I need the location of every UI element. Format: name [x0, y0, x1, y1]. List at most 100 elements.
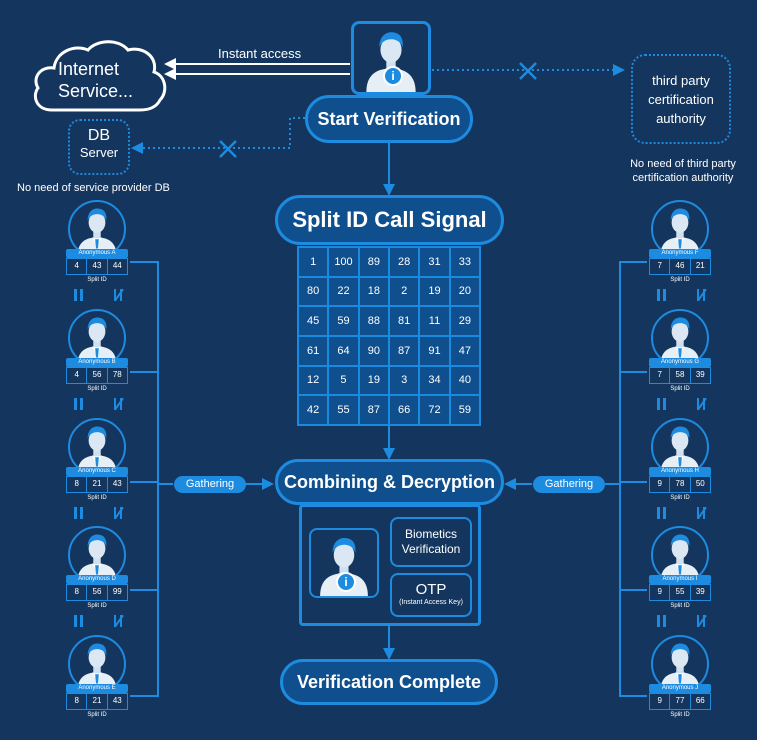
split-id-value: 9	[650, 477, 671, 492]
split-id-value: 9	[650, 585, 671, 600]
person-with-tie-icon	[660, 208, 700, 256]
split-id-value: 39	[695, 370, 705, 379]
split-id-value: 4	[67, 259, 88, 274]
verification-complete-box: Verification Complete	[280, 659, 498, 705]
split-id-value: 8	[67, 694, 88, 709]
grid-cell: 89	[359, 248, 388, 276]
grid-cell: 20	[450, 277, 479, 306]
grid-cell: 87	[390, 336, 419, 365]
person-with-tie-icon	[77, 317, 117, 365]
grid-cell: 22	[329, 277, 358, 306]
grid-cell: 88	[359, 307, 388, 335]
person-with-tie-icon	[77, 208, 117, 256]
split-id-value: 21	[695, 261, 705, 270]
split-id-label: Split ID	[670, 712, 690, 718]
no-third-party-note: No need of third party certification aut…	[620, 157, 746, 185]
grid-cell: 100	[329, 248, 358, 276]
person-with-tie-icon	[660, 426, 700, 474]
person-with-tie-icon	[77, 534, 117, 582]
combining-decryption-box: Combining & Decryption	[275, 459, 504, 505]
split-id-value: 58	[670, 368, 691, 383]
info-badge-icon: i	[383, 66, 403, 86]
user-name-label: Anonymous G	[649, 358, 711, 367]
blocked-x-icon	[219, 140, 237, 158]
grid-cell: 19	[359, 366, 388, 395]
user-name-label: Anonymous I	[649, 575, 711, 584]
user-name-label: Anonymous J	[649, 684, 711, 693]
decryption-panel: i Biometics Verification OTP (Instant Ac…	[299, 504, 481, 626]
grid-cell: 5	[329, 366, 358, 395]
user-avatar	[651, 418, 709, 476]
split-id-value: 78	[670, 477, 691, 492]
split-id-label: Split ID	[87, 712, 107, 718]
grid-cell: 18	[359, 277, 388, 306]
split-id-label: Split ID	[87, 495, 107, 501]
split-id-value: 43	[87, 259, 108, 274]
third-party-box: third party certification authority	[631, 54, 731, 144]
user-name-label: Anonymous C	[66, 467, 128, 476]
split-id-value: 46	[670, 259, 691, 274]
grid-cell: 61	[299, 336, 328, 365]
grid-cell: 42	[299, 396, 328, 424]
grid-cell: 34	[420, 366, 449, 395]
instant-access-label: Instant access	[218, 46, 302, 61]
internet-service-label: Internet Service...	[58, 59, 134, 101]
otp-label: OTP	[415, 581, 447, 598]
split-id-value: 55	[670, 585, 691, 600]
split-id-value: 21	[87, 477, 108, 492]
split-id-label: Split ID	[87, 386, 107, 392]
grid-cell: 55	[329, 396, 358, 424]
db-server-box: DB Server	[68, 119, 130, 175]
split-id-value: 43	[112, 479, 122, 488]
split-id-value: 21	[87, 694, 108, 709]
split-id-label: Split ID	[670, 277, 690, 283]
grid-cell: 47	[450, 336, 479, 365]
grid-cell: 31	[420, 248, 449, 276]
no-third-party-line-1: No need of third party	[630, 158, 736, 170]
grid-cell: 19	[420, 277, 449, 306]
grid-cell: 11	[420, 307, 449, 335]
blocked-x-icon	[519, 62, 537, 80]
person-with-tie-icon	[660, 643, 700, 691]
grid-cell: 87	[359, 396, 388, 424]
grid-cell: 3	[390, 366, 419, 395]
person-with-tie-icon	[77, 643, 117, 691]
db-label: DB	[87, 127, 111, 144]
split-id-value: 56	[87, 585, 108, 600]
requester-avatar: i	[351, 21, 431, 95]
split-id-value: 44	[112, 261, 122, 270]
grid-cell: 28	[390, 248, 419, 276]
no-db-note: No need of service provider DB	[17, 182, 170, 194]
grid-cell: 81	[390, 307, 419, 335]
user-name-label: Anonymous B	[66, 358, 128, 367]
grid-cell: 40	[450, 366, 479, 395]
grid-cell: 59	[450, 396, 479, 424]
biometrics-label: Biometics	[404, 527, 457, 541]
grid-cell: 45	[299, 307, 328, 335]
grid-cell: 90	[359, 336, 388, 365]
split-id-label: Split ID	[87, 603, 107, 609]
start-verification-box: Start Verification	[305, 95, 473, 143]
split-id-value: 4	[67, 368, 88, 383]
user-avatar	[651, 526, 709, 584]
split-id-value: 7	[650, 259, 671, 274]
decryption-avatar: i	[309, 528, 379, 598]
split-id-value: 8	[67, 585, 88, 600]
person-with-tie-icon	[660, 317, 700, 365]
user-name-label: Anonymous A	[66, 249, 128, 258]
user-name-label: Anonymous H	[649, 467, 711, 476]
user-name-label: Anonymous D	[66, 575, 128, 584]
split-id-value: 39	[695, 587, 705, 596]
grid-cell: 66	[390, 396, 419, 424]
grid-cell: 2	[390, 277, 419, 306]
grid-cell: 80	[299, 277, 328, 306]
